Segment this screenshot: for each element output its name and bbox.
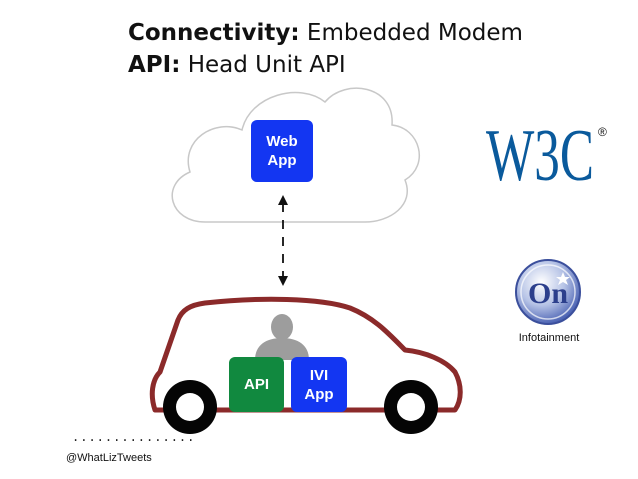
driver-person-icon xyxy=(255,314,309,360)
api-value: Head Unit API xyxy=(187,52,346,78)
star-icon xyxy=(556,272,570,285)
dotted-separator: ............... xyxy=(72,430,196,444)
ivi-app-box: IVI App xyxy=(291,357,347,412)
web-app-line2: App xyxy=(267,152,297,169)
ivi-app-line1: IVI xyxy=(309,366,329,384)
heading-api: API: Head Unit API xyxy=(128,52,346,78)
registered-mark: ® xyxy=(598,125,607,139)
api-label: API: xyxy=(128,52,181,78)
connectivity-label: Connectivity: xyxy=(128,20,300,46)
car-outline xyxy=(149,296,463,413)
api-box-label: API xyxy=(243,376,269,393)
on-logo-icon: On xyxy=(515,259,581,325)
web-app-box: Web App xyxy=(251,120,313,182)
twitter-handle: @WhatLizTweets xyxy=(66,452,152,464)
front-wheel-icon xyxy=(384,380,438,434)
web-app-line1: Web xyxy=(266,133,298,150)
api-box: API xyxy=(229,357,284,412)
rear-wheel-icon xyxy=(163,380,217,434)
heading-connectivity: Connectivity: Embedded Modem xyxy=(128,20,523,46)
arrow-down-icon xyxy=(278,276,288,286)
w3c-logo-text: W3C xyxy=(486,120,594,186)
arrow-up-icon xyxy=(278,195,288,205)
w3c-logo: W3C ® xyxy=(486,120,607,186)
connectivity-value: Embedded Modem xyxy=(306,20,523,46)
ivi-app-line2: App xyxy=(304,385,334,403)
infotainment-label: Infotainment xyxy=(518,332,580,344)
